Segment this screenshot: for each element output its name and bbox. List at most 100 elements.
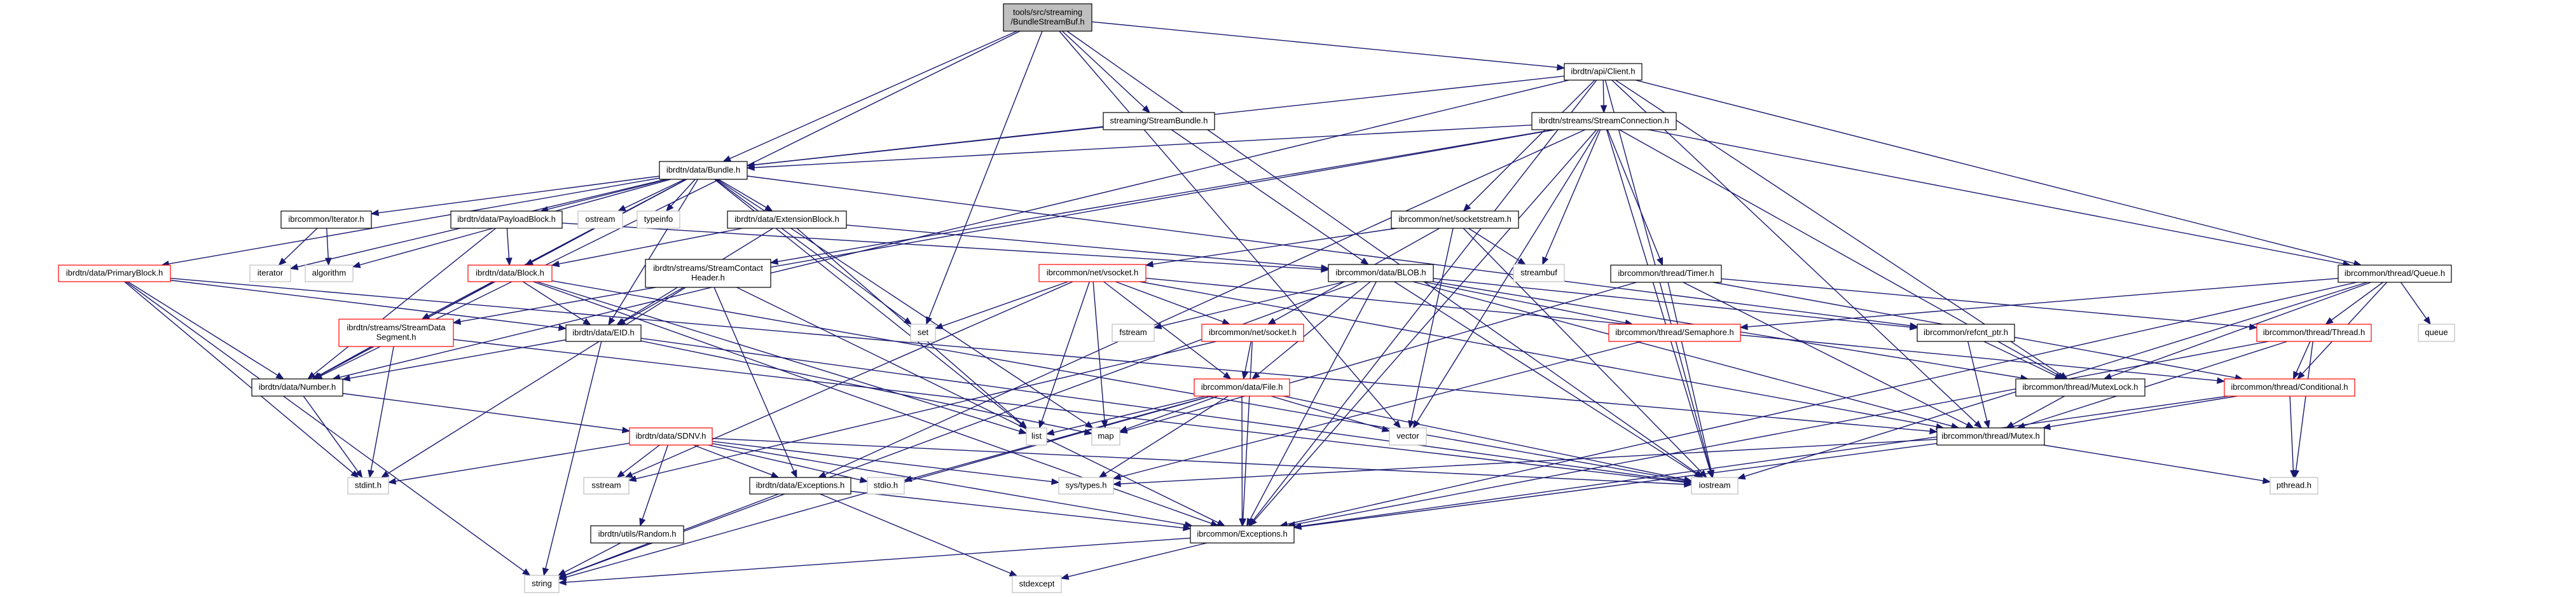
graph-node-mutexlock[interactable]: ibrcommon/thread/MutexLock.h	[2015, 378, 2146, 397]
graph-node-streambundle[interactable]: streaming/StreamBundle.h	[1103, 112, 1215, 130]
graph-node-blob[interactable]: ibrcommon/data/BLOB.h	[1328, 264, 1434, 282]
graph-node-vsocket[interactable]: ibrcommon/net/vsocket.h	[1038, 264, 1147, 282]
graph-node-streamconn[interactable]: ibrdtn/streams/StreamConnection.h	[1531, 112, 1677, 130]
graph-node-stdexcept: stdexcept	[1012, 575, 1062, 593]
arrowhead-icon	[1145, 261, 1154, 268]
node-box	[1026, 427, 1047, 446]
node-label: ibrcommon/net/socketstream.h	[1398, 214, 1512, 224]
graph-node-payload[interactable]: ibrdtn/data/PayloadBlock.h	[450, 210, 563, 229]
arrowhead-icon	[368, 469, 375, 479]
edge-line	[1607, 129, 1661, 259]
node-box	[1112, 324, 1155, 342]
arrowhead-icon	[1101, 420, 1108, 429]
graph-node-primary[interactable]: ibrdtn/data/PrimaryBlock.h	[58, 264, 171, 282]
node-box	[2015, 378, 2146, 397]
edge-line	[715, 179, 906, 321]
arrowhead-icon	[1182, 525, 1192, 532]
edge-extblock-to-list	[796, 228, 1028, 429]
graph-node-dataexc[interactable]: ibrdtn/data/Exceptions.h	[749, 477, 851, 495]
graph-node-client[interactable]: ibrdtn/api/Client.h	[1564, 63, 1643, 81]
node-box	[749, 477, 851, 495]
graph-node-iterator: iterator	[249, 264, 291, 282]
edge-line	[558, 228, 743, 264]
graph-node-random[interactable]: ibrdtn/utils/Random.h	[590, 525, 684, 544]
edge-line	[1253, 79, 1597, 521]
arrowhead-icon	[522, 568, 531, 576]
graph-node-queueh[interactable]: ibrcommon/thread/Queue.h	[2338, 264, 2452, 283]
graph-node-mutex[interactable]: ibrcommon/thread/Mutex.h	[1936, 427, 2045, 446]
arrowhead-icon	[790, 469, 797, 479]
node-box	[1201, 324, 1304, 342]
graph-node-conditional[interactable]: ibrcommon/thread/Conditional.h	[2224, 378, 2355, 397]
edge-line	[460, 129, 1555, 322]
graph-node-iteratorh[interactable]: ibrcommon/Iterator.h	[280, 210, 372, 229]
edge-eid-to-iostream	[640, 338, 1693, 485]
arrowhead-icon	[1246, 518, 1253, 527]
edge-line	[522, 281, 585, 322]
node-box	[2418, 324, 2455, 342]
node-label: /BundleStreamBuf.h	[1010, 17, 1084, 26]
graph-node-eid[interactable]: ibrdtn/data/EID.h	[565, 324, 642, 342]
node-box	[280, 210, 372, 229]
edge-timer-to-map	[1119, 282, 1637, 434]
graph-node-extblock[interactable]: ibrdtn/data/ExtensionBlock.h	[727, 210, 847, 229]
node-box	[727, 210, 847, 229]
graph-node-socket[interactable]: ibrcommon/net/socket.h	[1201, 324, 1304, 342]
graph-node-exceptions[interactable]: ibrcommon/Exceptions.h	[1190, 525, 1295, 544]
graph-node-number[interactable]: ibrdtn/data/Number.h	[251, 378, 343, 397]
edge-streamconn-to-streambuf	[1542, 129, 1601, 266]
edge-line	[712, 443, 1186, 525]
edge-line	[283, 228, 318, 261]
graph-node-sdnv[interactable]: ibrdtn/data/SDNV.h	[629, 427, 713, 446]
node-box	[2224, 378, 2355, 397]
arrowhead-icon	[1009, 570, 1018, 577]
graph-node-block[interactable]: ibrdtn/data/Block.h	[467, 264, 553, 282]
edge-thread-to-pthread	[2292, 341, 2313, 479]
node-label: pthread.h	[2276, 480, 2311, 490]
arrowhead-icon	[324, 257, 332, 266]
edge-client-to-socketstream	[1463, 79, 1595, 212]
graph-node-refcnt[interactable]: ibrcommon/refcnt_ptr.h	[1917, 324, 2015, 342]
arrowhead-icon	[1381, 425, 1391, 432]
arrowhead-icon	[1393, 420, 1402, 429]
graph-node-socketstream[interactable]: ibrcommon/net/socketstream.h	[1391, 210, 1519, 229]
edge-line	[536, 281, 1020, 432]
arrowhead-icon	[1737, 473, 1746, 480]
node-box	[1103, 112, 1215, 130]
edge-sdnv-to-stdio	[708, 444, 869, 483]
node-box	[1058, 477, 1114, 495]
edge-block-to-list	[536, 281, 1028, 435]
edge-streamconn-to-bundle	[746, 125, 1533, 171]
graph-node-file[interactable]: ibrcommon/data/File.h	[1194, 378, 1290, 397]
arrowhead-icon	[1239, 518, 1246, 527]
edge-conditional-to-mutex	[2042, 395, 2238, 430]
node-box	[251, 378, 343, 397]
graph-node-semaphore[interactable]: ibrcommon/thread/Semaphore.h	[1608, 324, 1741, 342]
arrowhead-icon	[278, 257, 287, 266]
node-box	[1003, 3, 1092, 32]
edge-exceptions-to-string	[558, 537, 1191, 586]
node-label: iostream	[1699, 480, 1731, 490]
edge-line	[2400, 282, 2427, 319]
node-label: streaming/StreamBundle.h	[1110, 116, 1208, 125]
arrowhead-icon	[934, 322, 944, 329]
edge-line	[1053, 395, 1206, 433]
edge-blob-to-exceptions	[1246, 281, 1377, 527]
edge-mutex-to-pthread	[2043, 444, 2271, 484]
graph-node-timer[interactable]: ibrcommon/thread/Timer.h	[1610, 264, 1722, 283]
graph-node-vector: vector	[1389, 427, 1427, 446]
graph-node-bundle[interactable]: ibrdtn/data/Bundle.h	[659, 161, 748, 180]
edge-blob-to-file	[1251, 281, 1371, 380]
node-box	[1328, 264, 1434, 282]
edge-eid-to-string	[542, 341, 602, 577]
arrowhead-icon	[1112, 480, 1121, 488]
graph-node-thread[interactable]: ibrcommon/thread/Thread.h	[2256, 324, 2372, 342]
edge-root-to-client	[1091, 21, 1566, 71]
arrowhead-icon	[665, 203, 674, 212]
edge-line	[1126, 282, 1637, 431]
arrowhead-icon	[1463, 203, 1471, 212]
edge-line	[1545, 129, 1601, 259]
node-label: string	[532, 579, 552, 588]
